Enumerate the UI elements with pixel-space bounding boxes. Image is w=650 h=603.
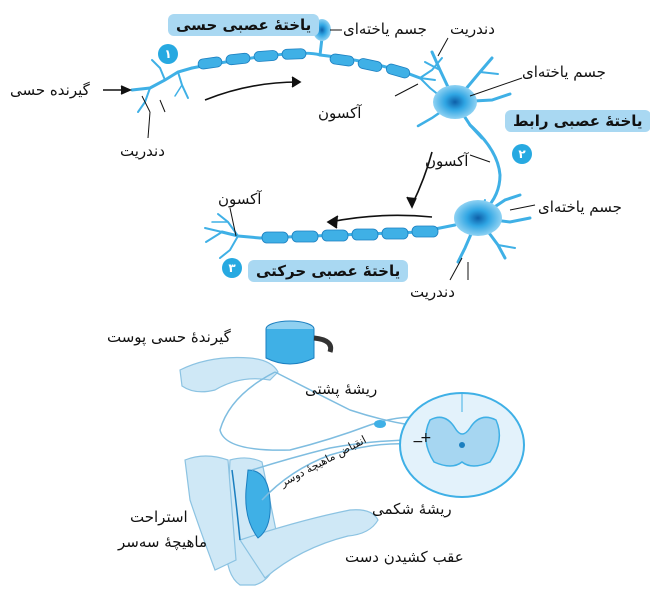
sensory-myelin [197,49,410,80]
triceps-relax-label-line1: استراحت [130,508,188,526]
sensory-cell-body-label: جسم یاخته‌ای [343,20,427,38]
dorsal-root-label: ریشهٔ پشتی [305,380,377,398]
interneuron-dendrite-label: دندریت [450,20,495,38]
interneuron-cell-body-label: جسم یاخته‌ای [522,63,606,81]
minus-sign: − [412,434,424,450]
motor-cell-body [454,200,502,236]
interneuron-number-badge: ۲ [512,144,532,164]
motor-number-badge: ۳ [222,258,242,278]
skin-receptor-label: گیرندهٔ حسی پوست [107,328,231,346]
receptor-label: گیرنده حسی [10,81,90,99]
interneuron [418,52,510,210]
triceps-relax-label-line2: ماهیچهٔ سه‌سر [118,533,207,551]
sensory-neuron-title: یاختهٔ عصبی حسی [168,14,319,36]
motor-neuron-title: یاختهٔ عصبی حرکتی [248,260,408,282]
interneuron-axon-label: آکسون [425,152,468,170]
interneuron-cell-body [433,85,477,119]
interneuron-title: یاختهٔ عصبی رابط [505,110,650,132]
dorsal-root-ganglion [374,420,386,428]
ventral-root-label: ریشهٔ شکمی [372,500,452,518]
sensory-axon-label: آکسون [318,104,361,122]
motor-dendrite-label: دندریت [410,283,455,301]
sensory-dendrite-label: دندریت [120,142,165,160]
hot-cup [266,321,331,364]
motor-axon-label: آکسون [218,190,261,208]
sensory-number-badge: ۱ [158,44,178,64]
withdraw-label: عقب کشیدن دست [345,548,464,566]
motor-cell-body-label: جسم یاخته‌ای [538,198,622,216]
